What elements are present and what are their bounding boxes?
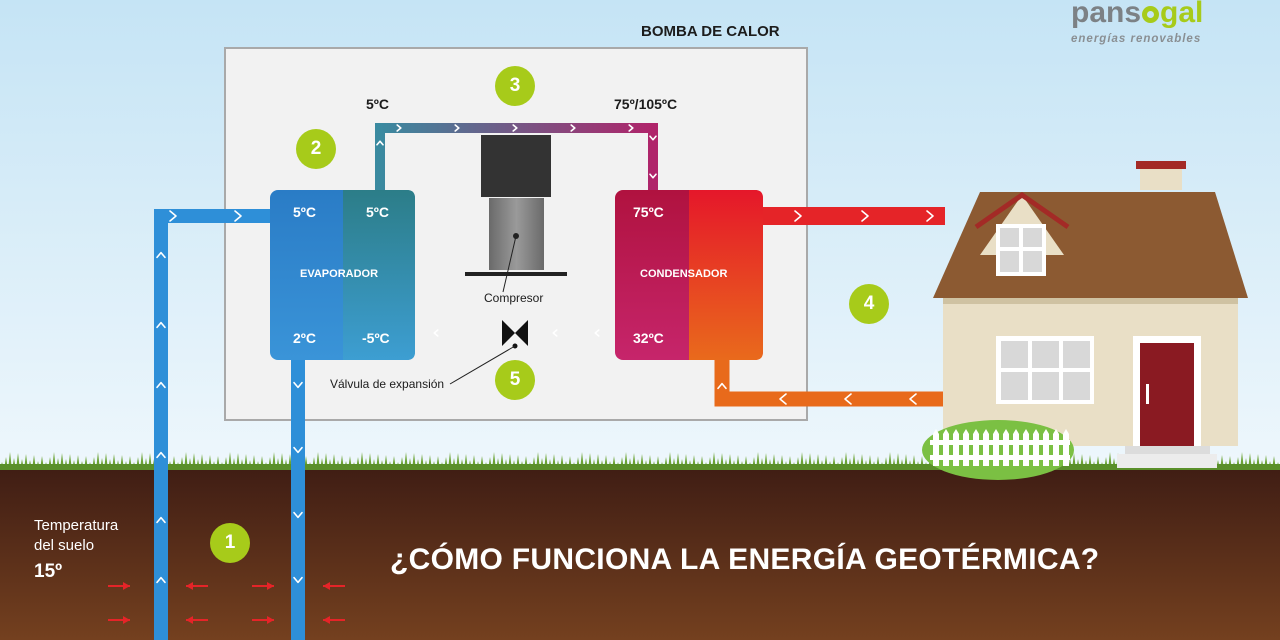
return-water-pipe	[714, 358, 945, 407]
flow-chevron	[293, 511, 303, 519]
flow-chevron	[293, 381, 303, 389]
flow-chevron	[512, 124, 518, 132]
flow-chevron	[926, 210, 934, 222]
house	[933, 161, 1248, 468]
hot-water-pipe	[755, 207, 945, 225]
flow-chevron	[234, 210, 242, 222]
fence-picket	[933, 429, 939, 466]
flow-chevron	[552, 329, 558, 337]
heat-arrow-head	[186, 616, 193, 624]
flow-chevron	[156, 576, 166, 584]
flow-chevron	[909, 393, 917, 405]
evaporator-out-top-temp: 5ºC	[366, 204, 390, 220]
flow-chevron	[861, 210, 869, 222]
flow-chevron	[794, 210, 802, 222]
condenser-bottom-temp: 32ºC	[633, 330, 664, 346]
flow-chevron	[433, 329, 439, 337]
evaporator-in-top-temp: 5ºC	[293, 204, 317, 220]
flow-chevron	[376, 140, 384, 146]
compressor-outlet-temp: 75º/105ºC	[614, 96, 678, 112]
fence-rail-bottom	[930, 455, 1070, 460]
ground-heat-arrows	[108, 582, 345, 624]
evaporator-label: EVAPORADOR	[300, 268, 379, 280]
logo-ring-icon	[1142, 6, 1160, 23]
heat-arrow-head	[323, 582, 330, 590]
flow-chevron	[156, 251, 166, 259]
compressor[interactable]	[465, 135, 567, 293]
grass-base	[0, 464, 1280, 470]
condenser-label: CONDENSADOR	[640, 268, 728, 280]
flow-chevron	[649, 135, 657, 141]
flow-chevron	[396, 124, 402, 132]
flow-chevron	[649, 173, 657, 179]
brand-name-end: gal	[1160, 0, 1204, 29]
flow-chevron	[570, 124, 576, 132]
step-badge-5: 5	[495, 360, 535, 400]
fence-picket	[973, 429, 979, 466]
fence-picket	[943, 429, 949, 466]
flow-chevron	[156, 516, 166, 524]
fence-picket	[1003, 429, 1009, 466]
fence-picket	[1053, 429, 1059, 466]
flow-chevron	[169, 210, 177, 222]
headline: ¿CÓMO FUNCIONA LA ENERGÍA GEOTÉRMICA?	[390, 543, 1100, 576]
fence-picket	[1013, 429, 1019, 466]
heat-arrow-head	[323, 616, 330, 624]
flow-chevron	[156, 381, 166, 389]
ground-temp-label-1: Temperatura	[34, 517, 119, 534]
heat-arrow-head	[267, 582, 274, 590]
flow-chevron	[454, 124, 460, 132]
brand-tagline: energías renovables	[1071, 33, 1202, 45]
step-badge-3: 3	[495, 66, 535, 106]
evaporator	[270, 190, 415, 360]
flow-chevron	[293, 576, 303, 584]
fence-rail-top	[930, 440, 1070, 445]
evaporator-in-bottom-temp: 2ºC	[293, 330, 317, 346]
brand-name-start: pans	[1071, 0, 1142, 29]
flow-chevron	[156, 451, 166, 459]
condenser-top-temp: 75ºC	[633, 204, 664, 220]
compressor-inlet-temp: 5ºC	[366, 96, 390, 112]
expansion-valve[interactable]	[449, 320, 528, 385]
expansion-valve-label: Válvula de expansión	[330, 377, 445, 391]
flow-chevron	[779, 393, 787, 405]
fence-picket	[1023, 429, 1029, 466]
ground-temp-label-2: del suelo	[34, 537, 95, 554]
ground-temp-value: 15º	[34, 561, 63, 582]
flow-arrows	[156, 124, 934, 584]
grass-strip	[0, 452, 1280, 470]
heat-pump-title: BOMBA DE CALOR	[641, 23, 780, 40]
fence-picket	[993, 429, 999, 466]
flow-chevron	[628, 124, 634, 132]
flow-chevron	[844, 393, 852, 405]
step-badge-1: 1	[210, 523, 250, 563]
fence-picket	[1033, 429, 1039, 466]
flow-chevron	[594, 329, 600, 337]
condenser	[615, 190, 763, 360]
flow-chevron	[717, 382, 727, 390]
fence-picket	[963, 429, 969, 466]
bush-and-fence	[922, 420, 1074, 480]
fence-picket	[1043, 429, 1049, 466]
fence-picket	[983, 429, 989, 466]
flow-chevron	[156, 321, 166, 329]
step-badge-2: 2	[296, 129, 336, 169]
compressor-label: Compresor	[484, 291, 544, 305]
step-badge-4: 4	[849, 284, 889, 324]
flow-chevron	[293, 446, 303, 454]
heat-arrow-head	[123, 616, 130, 624]
heat-arrow-head	[186, 582, 193, 590]
fence-picket	[1063, 429, 1069, 466]
heat-arrow-head	[123, 582, 130, 590]
evaporator-out-bottom-temp: -5ºC	[362, 330, 390, 346]
fence-picket	[953, 429, 959, 466]
heat-arrow-head	[267, 616, 274, 624]
